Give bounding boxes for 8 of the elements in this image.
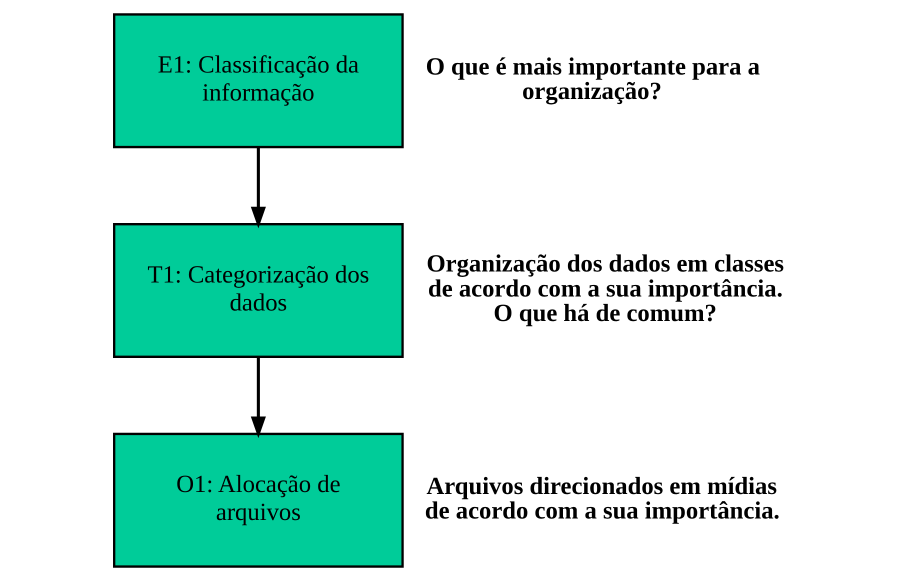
- arrow: [250, 356, 266, 438]
- node-label: Organização dos dados em classes de acordo com a sua importância. O que há de comum?: [426, 250, 784, 328]
- node-label: Arquivos direcionados em mídias de acordo com a sua importância.: [424, 472, 780, 524]
- node-label: O que é mais importante para a organização?: [425, 53, 760, 105]
- node-box: T1: Categorização dos dados: [112, 223, 404, 358]
- node-box: E1: Classificação da informação: [112, 13, 404, 148]
- node-box: O1: Alocação de arquivos: [112, 432, 404, 568]
- arrow: [250, 147, 266, 228]
